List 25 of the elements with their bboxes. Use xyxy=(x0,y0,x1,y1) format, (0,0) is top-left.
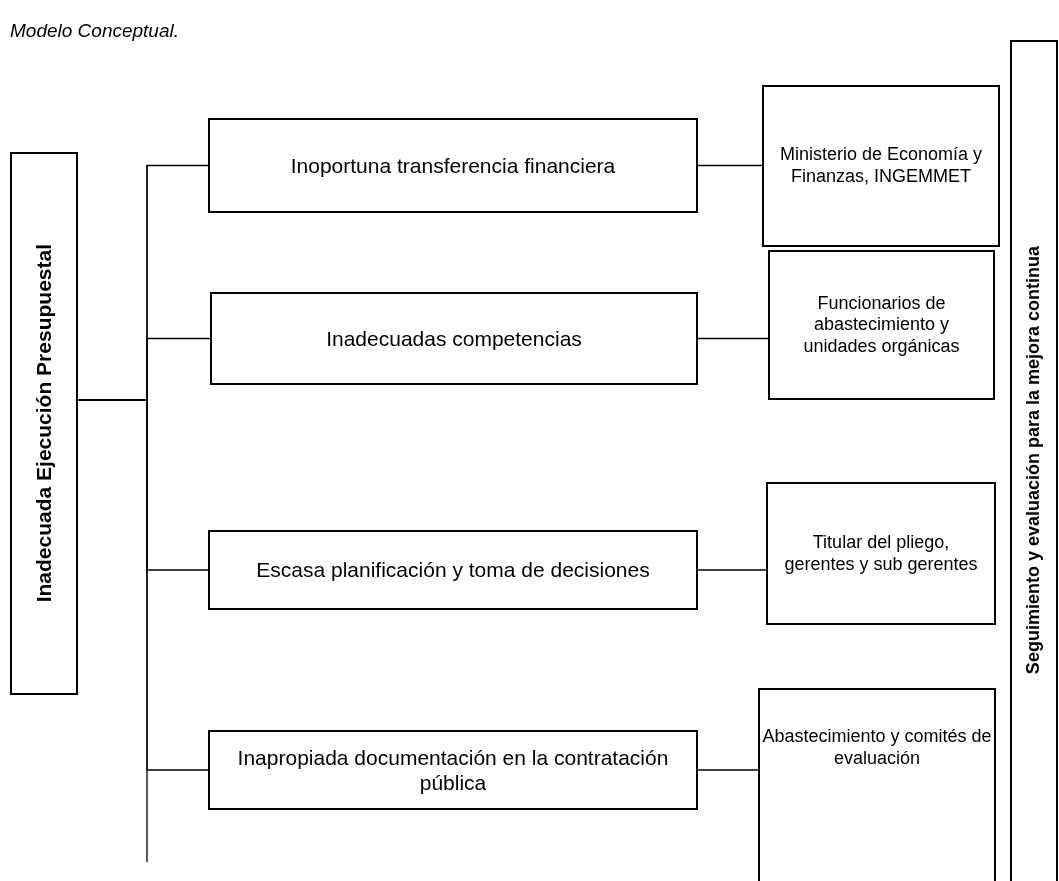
connector-line xyxy=(697,769,759,771)
diagram-title: Modelo Conceptual. xyxy=(10,20,179,42)
actor-box xyxy=(768,250,995,400)
actor-text: Funcionarios de abastecimiento y unidades orgánicas xyxy=(802,292,961,358)
cause-text: Inadecuadas competencias xyxy=(326,325,582,352)
actor-box xyxy=(758,688,996,881)
actor-text: Titular del pliego, gerentes y sub gerentes xyxy=(783,531,979,576)
goal-box xyxy=(1010,40,1058,881)
cause-box xyxy=(208,530,698,610)
problem-text: Inadecuada Ejecución Presupuestal xyxy=(31,244,57,603)
actor-box xyxy=(766,482,996,625)
cause-box xyxy=(210,292,698,385)
cause-box xyxy=(208,118,698,213)
goal-text: Seguimiento y evaluación para la mejora continua xyxy=(1023,245,1045,675)
cause-text: Inoportuna transferencia financiera xyxy=(290,152,616,179)
actor-text: Ministerio de Economía y Finanzas, INGEMMET xyxy=(778,144,984,188)
cause-text: Inapropiada documentación en la contratación pública xyxy=(236,744,670,796)
cause-box xyxy=(208,730,698,810)
connector-line xyxy=(697,164,763,167)
problem-box xyxy=(10,152,78,695)
cause-text: Escasa planificación y toma de decisiones xyxy=(256,557,650,583)
actor-box xyxy=(762,85,1000,247)
connector-line xyxy=(697,569,767,571)
actor-text: Abastecimiento y comités de evaluación xyxy=(761,726,993,770)
connector-line xyxy=(697,337,769,340)
